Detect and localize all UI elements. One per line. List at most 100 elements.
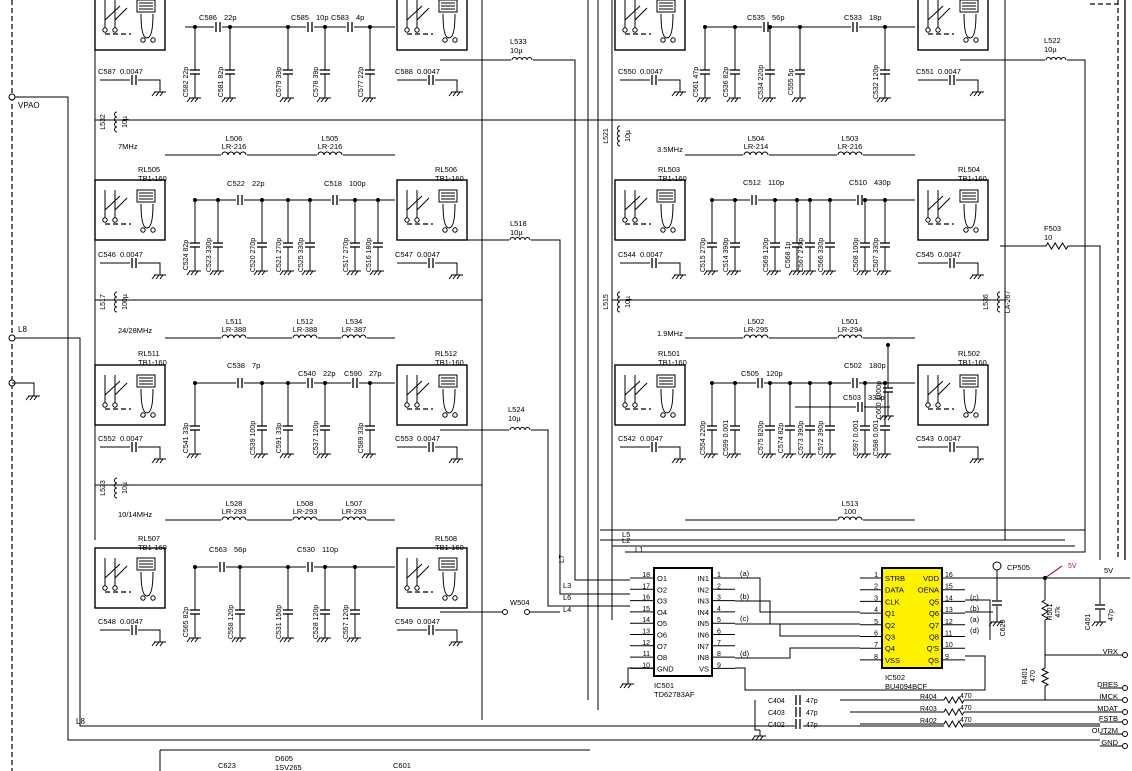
ground-symbol bbox=[671, 453, 686, 464]
ic-pin-number: 13 bbox=[642, 629, 650, 636]
bypass-cap-value: 0.0047 bbox=[120, 434, 143, 443]
ic-pin-name: OENA bbox=[918, 586, 939, 595]
port-terminal[interactable] bbox=[1122, 719, 1128, 725]
ic-pin-number: 8 bbox=[874, 654, 878, 661]
capacitor-symbol bbox=[428, 625, 434, 635]
ground-symbol bbox=[791, 92, 806, 103]
bypass-cap-ref: C587 bbox=[98, 67, 116, 76]
inductor-value: LR-293 bbox=[342, 507, 367, 516]
inductor-value: 10µ bbox=[508, 414, 521, 423]
port-terminal[interactable] bbox=[1122, 685, 1128, 691]
capacitor-symbol bbox=[213, 242, 223, 248]
ic-pin-name: O8 bbox=[657, 653, 667, 662]
ic-pin-name: IN3 bbox=[697, 597, 709, 606]
bypass-cap-value: 0.0047 bbox=[938, 434, 961, 443]
junction-dot bbox=[193, 381, 197, 385]
junction-dot bbox=[323, 25, 327, 29]
capacitor-symbol bbox=[305, 242, 315, 248]
inductor-coil bbox=[221, 334, 247, 339]
junction-dot bbox=[828, 198, 832, 202]
inductor-coil bbox=[997, 291, 1001, 313]
inductor-coil bbox=[221, 516, 247, 521]
bypass-cap-ref: C546 bbox=[98, 250, 116, 259]
capacitor-label: C532 120p bbox=[873, 65, 880, 99]
inductor-value: LR-295 bbox=[744, 325, 769, 334]
wire bbox=[735, 577, 860, 613]
ic-pin-number: 7 bbox=[717, 640, 721, 647]
capacitor-symbol bbox=[770, 242, 780, 248]
bypass-cap-ref: C548 bbox=[98, 617, 116, 626]
junction-dot bbox=[353, 198, 357, 202]
port-terminal[interactable] bbox=[1122, 697, 1128, 703]
ground-symbol bbox=[696, 92, 711, 103]
inductor-value: LR-216 bbox=[838, 142, 863, 151]
ground-symbol bbox=[703, 448, 718, 459]
junction-dot bbox=[768, 25, 772, 29]
l8-label: L8 bbox=[18, 325, 27, 334]
resistor-value: 470 bbox=[960, 693, 972, 700]
capacitor-label: C589 33p bbox=[358, 423, 365, 453]
relay-type: TB1-160 bbox=[435, 174, 464, 183]
junction-dot bbox=[883, 381, 887, 385]
ground-symbol bbox=[151, 453, 166, 464]
ground-symbol bbox=[346, 265, 361, 276]
inductor-ref: L521 bbox=[603, 128, 610, 144]
wire bbox=[956, 79, 979, 86]
ic-pin-number: 5 bbox=[717, 617, 721, 624]
port-terminal[interactable] bbox=[1122, 743, 1128, 749]
capacitor-symbol bbox=[215, 22, 221, 32]
inductor-ref: L508 bbox=[297, 499, 314, 508]
junction-dot bbox=[228, 25, 232, 29]
inductor-ref: L522 bbox=[1044, 36, 1061, 45]
inductor-coil bbox=[837, 151, 863, 156]
resistor-ref: R402 bbox=[920, 718, 937, 725]
relay-type: TB1-160 bbox=[138, 358, 167, 367]
inductor-ref: L534 bbox=[346, 317, 363, 326]
capacitor-label: C403 bbox=[768, 710, 785, 717]
ground-symbol bbox=[186, 265, 201, 276]
ground-symbol bbox=[151, 269, 166, 280]
ic-pin-number: 12 bbox=[945, 619, 953, 626]
ground-symbol bbox=[448, 636, 463, 647]
port-terminal[interactable] bbox=[1122, 731, 1128, 737]
port-terminal[interactable] bbox=[1122, 709, 1128, 715]
ic-pin-number: 8 bbox=[717, 651, 721, 658]
ic-pin-name: GND bbox=[657, 664, 674, 673]
capacitor-symbol bbox=[825, 242, 835, 248]
ic-pin-number: 15 bbox=[642, 606, 650, 613]
l8-line bbox=[12, 337, 1100, 727]
ic-pin-number: 1 bbox=[874, 572, 878, 579]
ground-symbol bbox=[25, 390, 40, 401]
capacitor-symbol bbox=[651, 258, 657, 268]
ic-pin-number: 6 bbox=[717, 629, 721, 636]
ground-symbol bbox=[209, 265, 224, 276]
ic-pin-name: DATA bbox=[885, 586, 904, 595]
ground-symbol bbox=[316, 92, 331, 103]
capacitor-symbol bbox=[219, 562, 225, 572]
capacitor-symbol bbox=[765, 425, 775, 431]
ground-symbol bbox=[279, 448, 294, 459]
inductor-coil bbox=[1045, 57, 1067, 61]
ground-symbol bbox=[761, 92, 776, 103]
ground-symbol bbox=[703, 265, 718, 276]
junction-dot bbox=[193, 25, 197, 29]
capacitor-symbol bbox=[785, 425, 795, 431]
junction-dot bbox=[795, 198, 799, 202]
capacitor-symbol bbox=[365, 425, 375, 431]
inductor-ref: L513 bbox=[842, 499, 859, 508]
capacitor-symbol bbox=[852, 378, 858, 388]
ground-symbol bbox=[231, 632, 246, 643]
ic-pin-name: Q4 bbox=[885, 644, 895, 653]
vpao-label: VPAO bbox=[18, 101, 40, 110]
capacitor-symbol bbox=[860, 425, 870, 431]
ic-pin-name: Q8 bbox=[929, 633, 939, 642]
capacitor-symbol bbox=[792, 242, 802, 248]
inductor-ref: L512 bbox=[297, 317, 314, 326]
port-terminal[interactable] bbox=[1122, 652, 1128, 658]
ground-symbol bbox=[186, 448, 201, 459]
capacitor-symbol bbox=[880, 69, 890, 75]
cap-value: 110p bbox=[768, 178, 784, 187]
wire bbox=[138, 79, 161, 86]
ic-pin-name: CLK bbox=[885, 597, 900, 606]
